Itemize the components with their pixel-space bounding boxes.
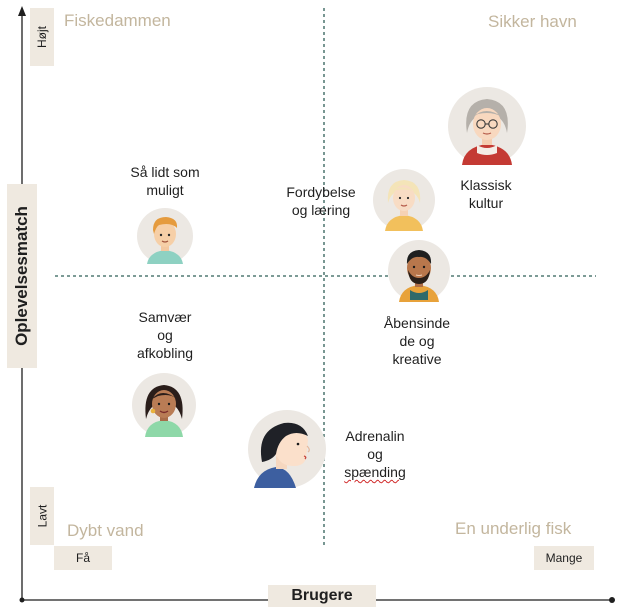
segment-label-saa-lidt-som-muligt: Så lidt som muligt (115, 163, 215, 199)
segment-label-samvaer: Samvær og afkobling (120, 308, 210, 362)
quadrant-title-bottom-left: Dybt vand (67, 521, 144, 540)
x-axis-low-label: Få (75, 551, 90, 565)
x-axis-title-box: Brugere (268, 585, 376, 607)
x-axis-title: Brugere (291, 587, 353, 604)
segment-label-line: og (367, 446, 383, 462)
y-axis-high-label: Højt (35, 26, 49, 48)
y-axis-arrowhead (18, 6, 26, 16)
segment-label-line: de og (399, 333, 435, 349)
bearded-man-avatar (388, 240, 450, 302)
segment-label-line: spænding (330, 463, 420, 481)
quadrant-title-bottom-right: En underlig fisk (455, 519, 572, 538)
segment-label-line: og læring (291, 202, 351, 218)
segment-label-line: Samvær (138, 309, 192, 325)
origin-dot (19, 597, 25, 603)
quadrant-title-top-left: Fiskedammen (64, 11, 171, 30)
quadrant-title-top-right: Sikker havn (488, 12, 577, 31)
segment-label-line: muligt (146, 182, 184, 198)
blonde-woman-avatar (373, 169, 435, 231)
segment-label-spellcheck-word: spænding (344, 464, 406, 480)
side-profile-woman-avatar (248, 410, 326, 488)
segment-label-line: Klassisk (460, 177, 512, 193)
y-axis-low-tag: Lavt (30, 487, 54, 545)
segment-label-line: og (157, 327, 173, 343)
segment-label-adrenalin: Adrenalin og spænding (330, 427, 420, 481)
segment-label-line: Så lidt som (130, 164, 200, 180)
y-axis-high-tag: Højt (30, 8, 54, 66)
segment-label-line: Adrenalin (345, 428, 405, 444)
segment-label-fordybelse: Fordybelse og læring (276, 183, 366, 219)
segment-label-line: Åbensinde (383, 315, 451, 331)
y-axis-title: Oplevelsesmatch (12, 206, 32, 346)
y-axis-title-box: Oplevelsesmatch (7, 184, 37, 368)
grey-haired-woman-avatar (448, 87, 526, 165)
young-man-avatar (137, 208, 193, 264)
x-axis-low-tag: Få (54, 546, 112, 570)
segment-label-klassisk-kultur: Klassisk kultur (446, 176, 526, 212)
y-axis-low-label: Lavt (35, 504, 49, 528)
segment-label-aabensindede: Åbensinde de og kreative (372, 314, 462, 368)
segment-label-line: kultur (468, 195, 504, 211)
segment-label-line: afkobling (136, 345, 194, 361)
segment-label-line: Fordybelse (286, 184, 356, 200)
segment-label-line: kreative (392, 351, 442, 367)
x-axis-high-label: Mange (545, 551, 583, 565)
x-axis-high-tag: Mange (534, 546, 594, 570)
x-axis-end-dot (609, 597, 615, 603)
dark-haired-woman-avatar (132, 373, 196, 437)
